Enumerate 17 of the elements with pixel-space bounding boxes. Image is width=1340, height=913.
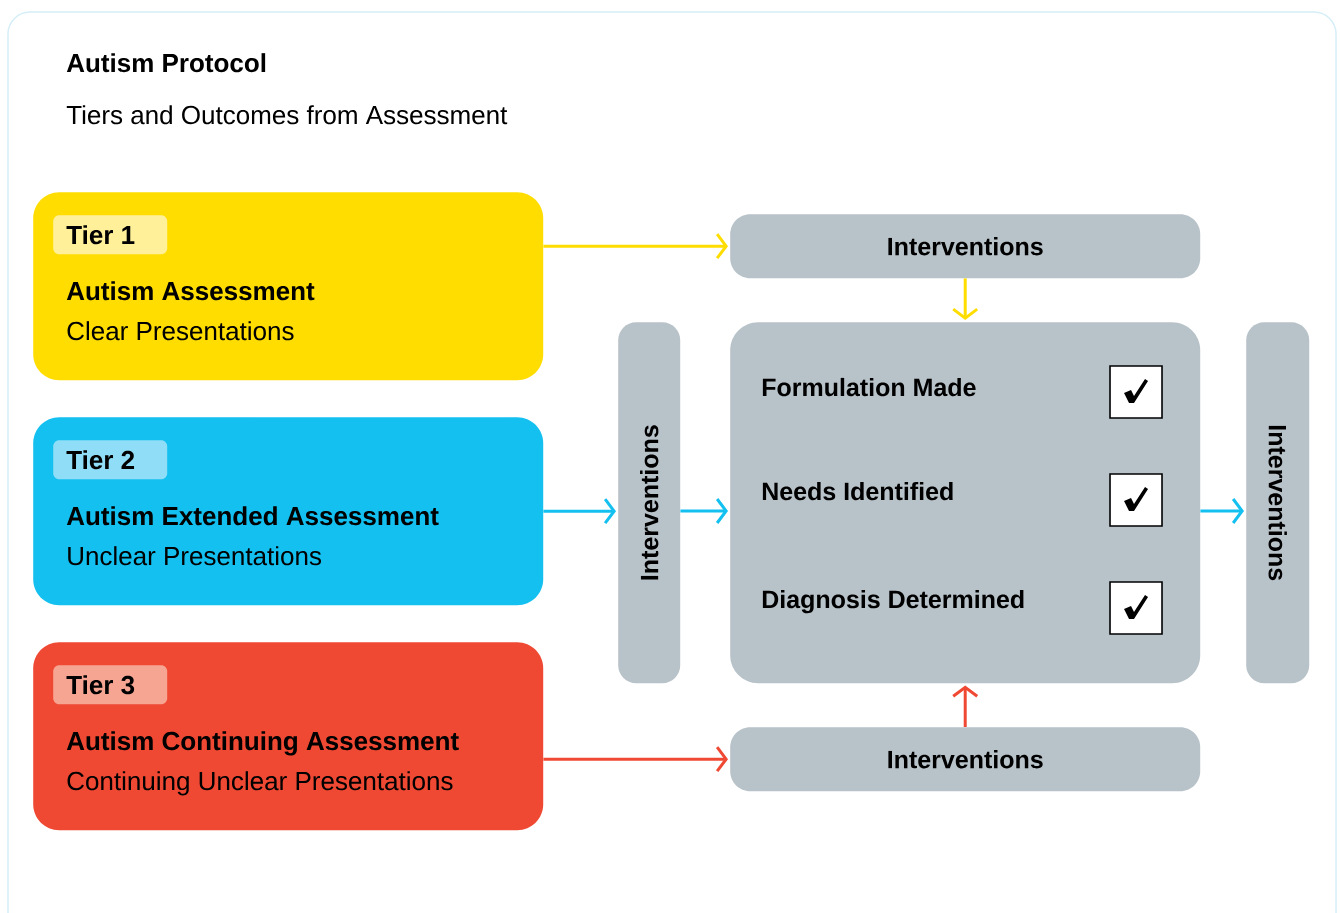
arrow bbox=[543, 498, 616, 525]
tier-badge: Tier 1 bbox=[53, 215, 168, 255]
title: Autism Protocol bbox=[66, 53, 266, 73]
arrow bbox=[543, 746, 728, 773]
interventions-bar: Interventions bbox=[618, 322, 681, 684]
interventions-bar: Interventions bbox=[730, 214, 1201, 279]
arrow bbox=[543, 233, 728, 260]
tier-badge: Tier 3 bbox=[53, 665, 168, 705]
arrow bbox=[952, 685, 979, 727]
interventions-bar: Interventions bbox=[730, 727, 1201, 792]
interventions-bar: Interventions bbox=[1246, 322, 1310, 684]
arrow bbox=[1200, 498, 1244, 524]
arrow bbox=[952, 278, 979, 320]
outcome-panel: Formulation Made Needs Identified Diagnosis Determined bbox=[730, 322, 1201, 684]
tier-badge: Tier 2 bbox=[53, 440, 168, 480]
subtitle: Tiers and Outcomes from Assessment bbox=[66, 105, 508, 125]
arrow bbox=[680, 498, 728, 524]
